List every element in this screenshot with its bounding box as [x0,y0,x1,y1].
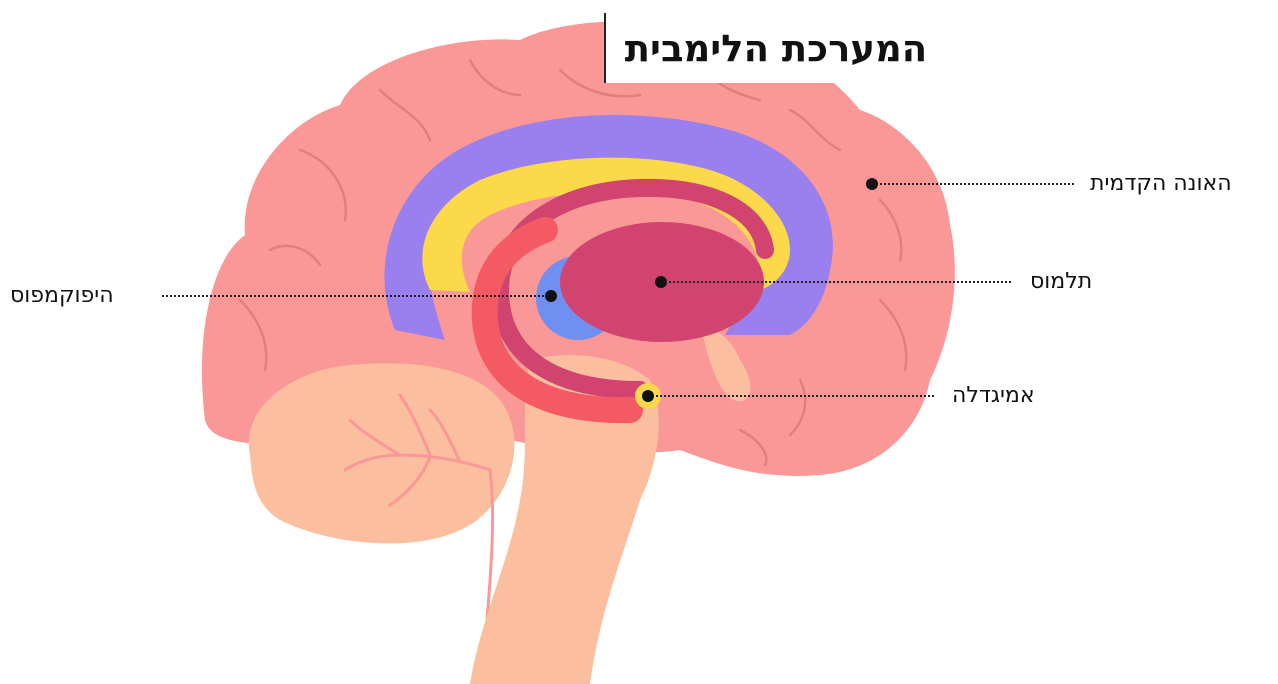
frontal-lobe-dot [866,178,878,190]
label-frontal-lobe: האונה הקדמית [1090,173,1232,195]
amygdala-dot [642,390,654,402]
title-box: המערכת הלימבית [604,13,946,83]
label-thalamus: תלמוס [1030,271,1092,293]
thalamus-dot [655,276,667,288]
hippocampus-dot [545,290,557,302]
cerebellum [249,363,515,543]
label-amygdala: אמיגדלה [952,385,1035,407]
label-hippocampus: היפוקמפוס [10,285,114,307]
page-title: המערכת הלימבית [625,27,927,70]
